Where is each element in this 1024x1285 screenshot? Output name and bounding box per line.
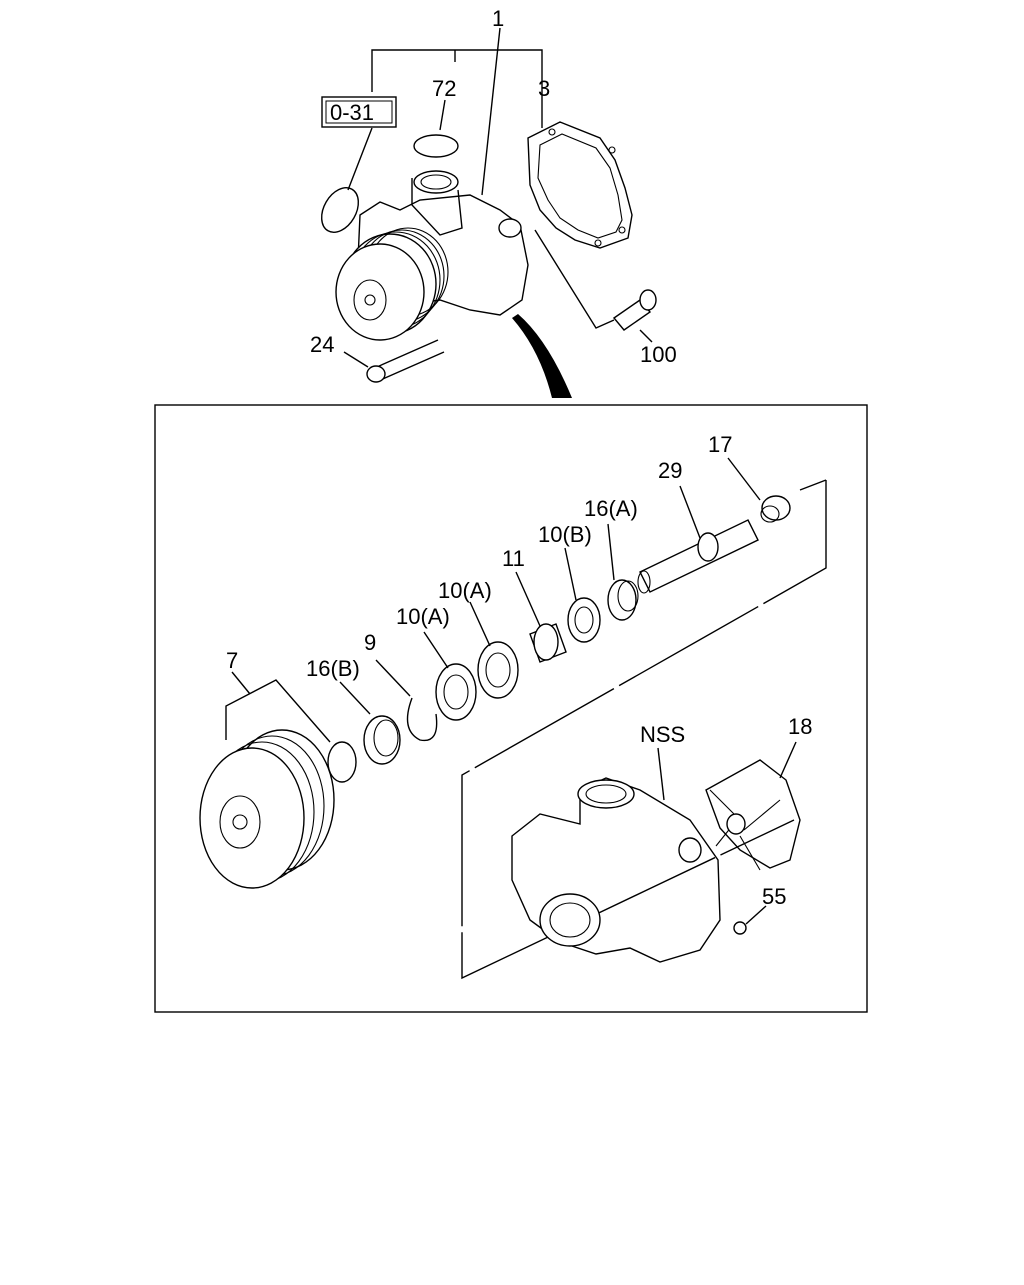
callout-24-leader <box>343 351 369 368</box>
seal-16a-inner <box>617 580 639 612</box>
callout-031-leader <box>347 127 373 191</box>
callout-1-bracket <box>371 49 543 62</box>
sensor-100-body <box>612 299 652 331</box>
callout-nss-leader <box>657 747 665 801</box>
callout-55-leader <box>745 905 767 925</box>
callout-24: 24 <box>310 332 334 357</box>
callout-72-leader <box>439 99 446 131</box>
sensor-100-leader <box>534 229 615 329</box>
gasket-3 <box>527 121 633 249</box>
callout-55: 55 <box>762 884 786 909</box>
bearing-10a-lower <box>435 663 477 721</box>
boundary-top-tick <box>799 479 827 491</box>
callout-18: 18 <box>788 714 812 739</box>
shaft-29-end <box>637 570 651 594</box>
callout-100-leader <box>639 329 653 343</box>
gasket-bolt-hole <box>548 128 556 136</box>
shaft-29 <box>639 519 759 593</box>
gasket-3-inner <box>537 133 623 239</box>
pulley-face-top <box>335 243 425 341</box>
pump-outlet-bore <box>420 174 452 190</box>
impeller-vanes <box>709 789 781 871</box>
callout-9: 9 <box>364 630 376 655</box>
bolt-24-head <box>366 365 386 383</box>
bearing-10b <box>567 597 601 643</box>
callout-10a-upper-leader <box>469 601 491 647</box>
bearing-10a-upper <box>477 641 519 699</box>
callout-29-leader <box>679 485 701 539</box>
callout-18-leader <box>779 741 797 779</box>
callout-16a: 16(A) <box>584 496 638 521</box>
gasket-bolt-hole <box>608 146 616 154</box>
callout-10a-lower: 10(A) <box>396 604 450 629</box>
bearing-10a-upper-inner <box>485 652 511 688</box>
sensor-100-tip <box>639 289 657 311</box>
seal-16b-inner <box>373 719 399 757</box>
callout-10a-upper: 10(A) <box>438 578 492 603</box>
detail-frame <box>154 404 868 1013</box>
detail-arrow <box>512 314 572 398</box>
gasket-bolt-hole <box>594 239 602 247</box>
callout-11: 11 <box>502 546 525 571</box>
snap-ring-9 <box>406 697 438 742</box>
callout-031-box <box>321 96 397 128</box>
callout-nss: NSS <box>640 722 685 747</box>
housing-inlet-bore <box>549 902 591 938</box>
callout-7: 7 <box>226 648 238 673</box>
spacer-11-end <box>533 623 559 661</box>
pump-fitting <box>498 218 522 238</box>
bolt-24-shank <box>369 339 445 383</box>
bearing-10a-lower-inner <box>443 674 469 710</box>
pulley-7-hub <box>219 795 261 849</box>
callout-7-bracket <box>225 679 331 743</box>
seal-16b-outer <box>327 741 357 783</box>
callout-9-leader <box>375 659 411 697</box>
callout-031-box-inner <box>325 100 393 124</box>
callout-10b: 10(B) <box>538 522 592 547</box>
callout-72: 72 <box>432 76 456 101</box>
gasket-bolt-hole <box>618 226 626 234</box>
housing-fitting <box>678 837 702 863</box>
pulley-center-top <box>364 294 376 306</box>
bearing-10b-inner <box>574 606 594 634</box>
pulley-7-face <box>199 747 305 889</box>
impeller-18 <box>705 759 801 869</box>
callout-3: 3 <box>538 76 550 101</box>
callout-10b-leader <box>564 547 577 601</box>
callout-100: 100 <box>640 342 677 367</box>
housing-outlet-bore <box>585 784 627 804</box>
housing-inlet <box>539 893 601 947</box>
shaft-29-collar <box>697 532 719 562</box>
callout-11-leader <box>515 571 541 627</box>
o-ring-0-31 <box>320 187 360 233</box>
o-ring-72 <box>413 134 459 158</box>
callout-16b: 16(B) <box>306 656 360 681</box>
pump-neck-top <box>411 178 463 236</box>
callout-16a-leader <box>607 523 615 581</box>
seal-17-inner <box>760 505 780 523</box>
exploded-assembly: 17 29 16(A) 10(B) 11 10(A) 10(A) 9 16(B)… <box>199 432 827 980</box>
callout-031: 0-31 <box>330 100 374 125</box>
pump-outlet-top <box>413 170 459 194</box>
callout-1-leader <box>481 27 501 196</box>
seal-16a <box>607 579 637 621</box>
callout-1: 1 <box>492 6 504 31</box>
impeller-hub <box>726 813 746 835</box>
callout-10a-lower-leader <box>423 631 449 669</box>
callout-17-leader <box>727 457 761 501</box>
pulley-hub-top <box>353 279 387 321</box>
upper-assembly: 1 72 3 0-31 24 100 <box>310 6 677 398</box>
pulley-7-center <box>232 814 248 830</box>
seal-16b <box>363 715 401 765</box>
callout-16b-leader <box>339 681 371 715</box>
callout-7-leader <box>231 671 251 695</box>
plug-55 <box>733 921 747 935</box>
callout-29: 29 <box>658 458 682 483</box>
callout-17: 17 <box>708 432 732 457</box>
